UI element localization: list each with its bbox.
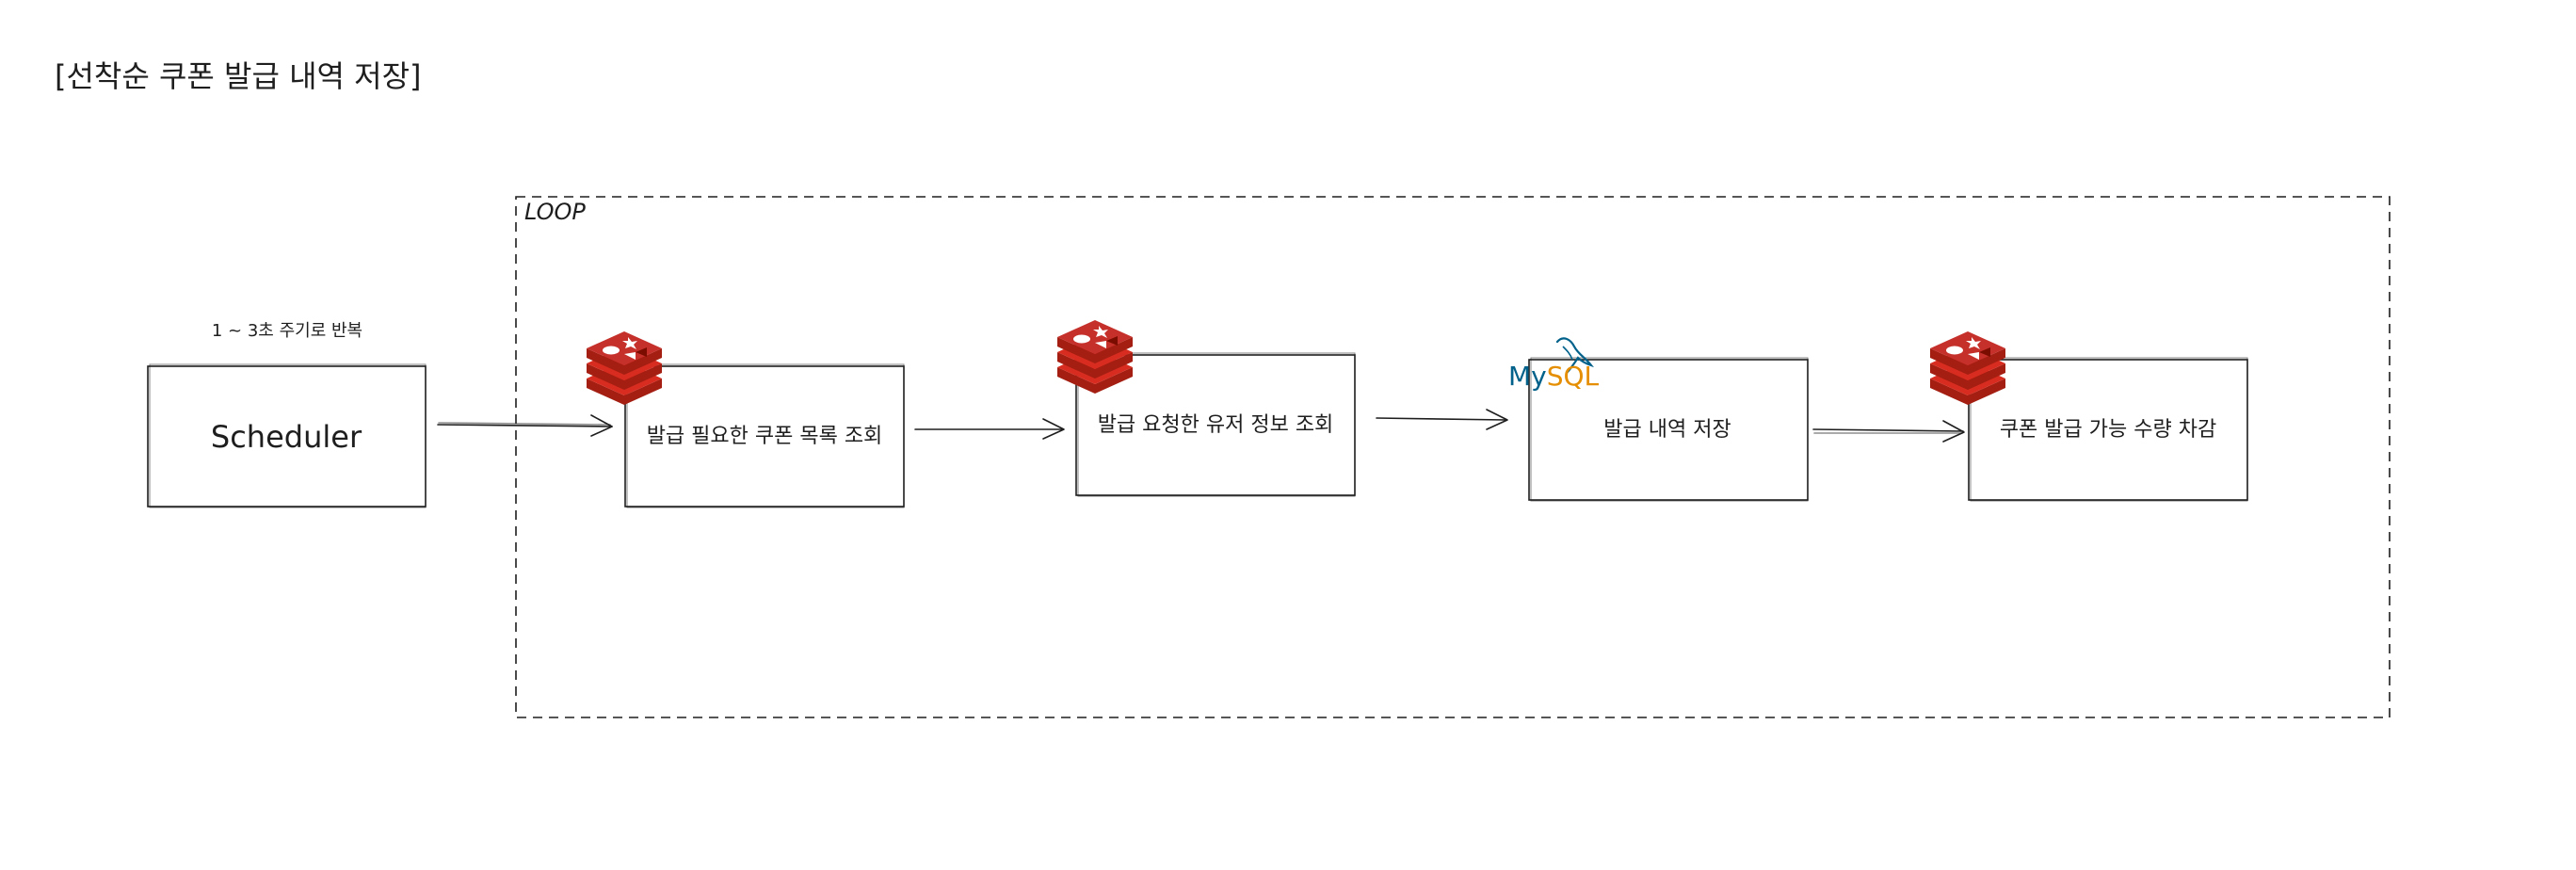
loop-frame bbox=[515, 196, 2391, 718]
scheduler-label: Scheduler bbox=[211, 419, 362, 455]
step-label-save-history: 발급 내역 저장 bbox=[1603, 418, 1731, 442]
mysql-logo: MySQL bbox=[1508, 337, 1600, 392]
step-label-fetch-coupons: 발급 필요한 쿠폰 목록 조회 bbox=[647, 425, 883, 448]
arrow-step1-to-step2 bbox=[914, 418, 1065, 440]
step-box-fetch-coupons: 발급 필요한 쿠폰 목록 조회 bbox=[624, 363, 905, 508]
step-label-fetch-users: 발급 요청한 유저 정보 조회 bbox=[1098, 413, 1334, 437]
diagram-title: [선착순 쿠폰 발급 내역 저장] bbox=[55, 58, 422, 94]
step-box-save-history: 발급 내역 저장 bbox=[1528, 357, 1809, 502]
arrow-step2-to-step3 bbox=[1376, 409, 1508, 430]
step-box-decrement-quantity: 쿠폰 발급 가능 수량 차감 bbox=[1968, 357, 2248, 502]
arrow-scheduler-to-step1 bbox=[437, 414, 613, 437]
arrow-step3-to-step4 bbox=[1812, 420, 1965, 443]
loop-label: LOOP bbox=[524, 199, 586, 225]
mysql-logo-my: My bbox=[1508, 361, 1547, 392]
scheduler-box: Scheduler bbox=[147, 363, 427, 508]
svg-text:MySQL: MySQL bbox=[1508, 361, 1600, 392]
mysql-logo-sql: SQL bbox=[1547, 361, 1600, 392]
step-label-decrement-quantity: 쿠폰 발급 가능 수량 차감 bbox=[2000, 418, 2216, 442]
scheduler-interval-note: 1 ~ 3초 주기로 반복 bbox=[212, 321, 362, 341]
